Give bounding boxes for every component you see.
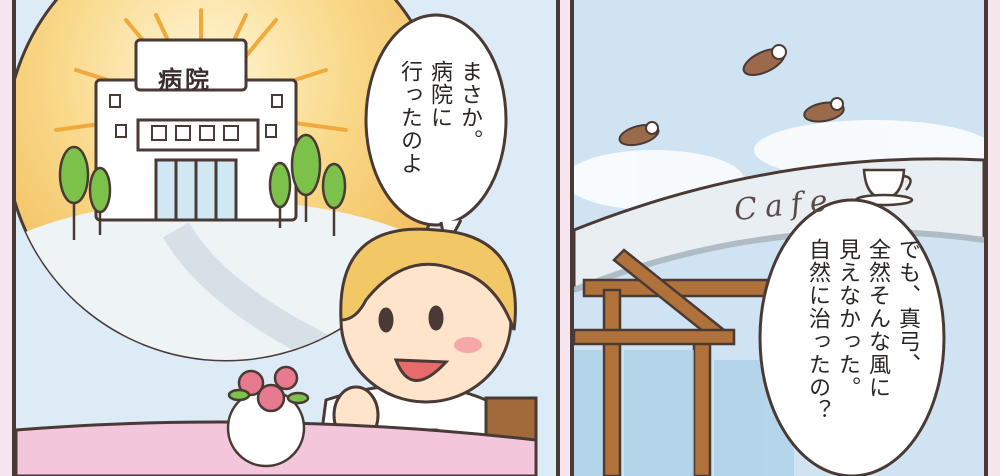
speech-bubble-left-text: まさか。 病院に 行ったのよ bbox=[397, 60, 482, 175]
hospital-sign: 病院 bbox=[158, 66, 212, 94]
flower-vase-icon bbox=[226, 365, 310, 468]
hospital-building-icon bbox=[94, 38, 298, 222]
tree-icon bbox=[58, 133, 347, 240]
right-scene bbox=[574, 44, 984, 476]
panel-left: 病院 まさか。 病院に 行ったのよ bbox=[12, 0, 560, 476]
speech-bubble-left bbox=[364, 13, 508, 227]
left-scene bbox=[16, 0, 538, 476]
speech-bubble-right-text: でも、真弓、 全然そんな風に 見えなかった。 自然に治ったの？ bbox=[805, 238, 920, 422]
sparrow-icon bbox=[618, 44, 845, 147]
speech-bubble-right bbox=[758, 198, 946, 476]
panel-right: Cafe でも、真弓、 全然そんな風に 見えなかった。 自然に治ったの？ bbox=[570, 0, 988, 476]
